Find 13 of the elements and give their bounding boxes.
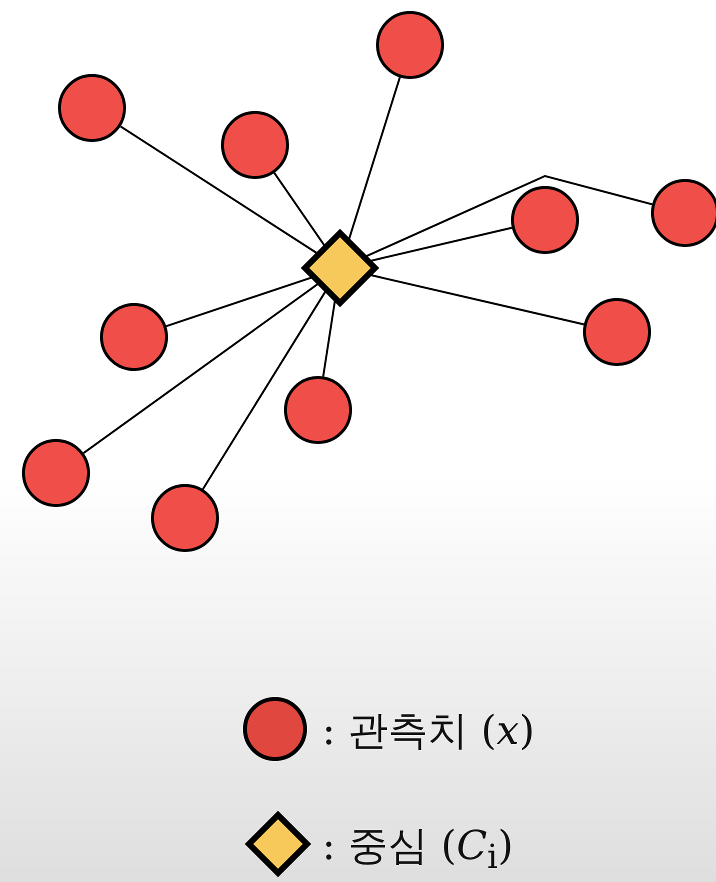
connector-line [370, 274, 584, 326]
legend-text: : 관측치 (x) [322, 707, 535, 756]
connector-line [274, 172, 326, 246]
connector-line [370, 226, 512, 262]
connector-line [166, 276, 312, 328]
connector-line [202, 290, 326, 490]
connector-line [348, 77, 401, 240]
connector-line [322, 300, 336, 377]
legend-text: : 중심 (C$_{i}$) [322, 822, 514, 876]
connector-line [82, 283, 319, 454]
diamond-node [302, 230, 378, 306]
connector-line [120, 126, 318, 254]
connector-line [366, 174, 652, 258]
